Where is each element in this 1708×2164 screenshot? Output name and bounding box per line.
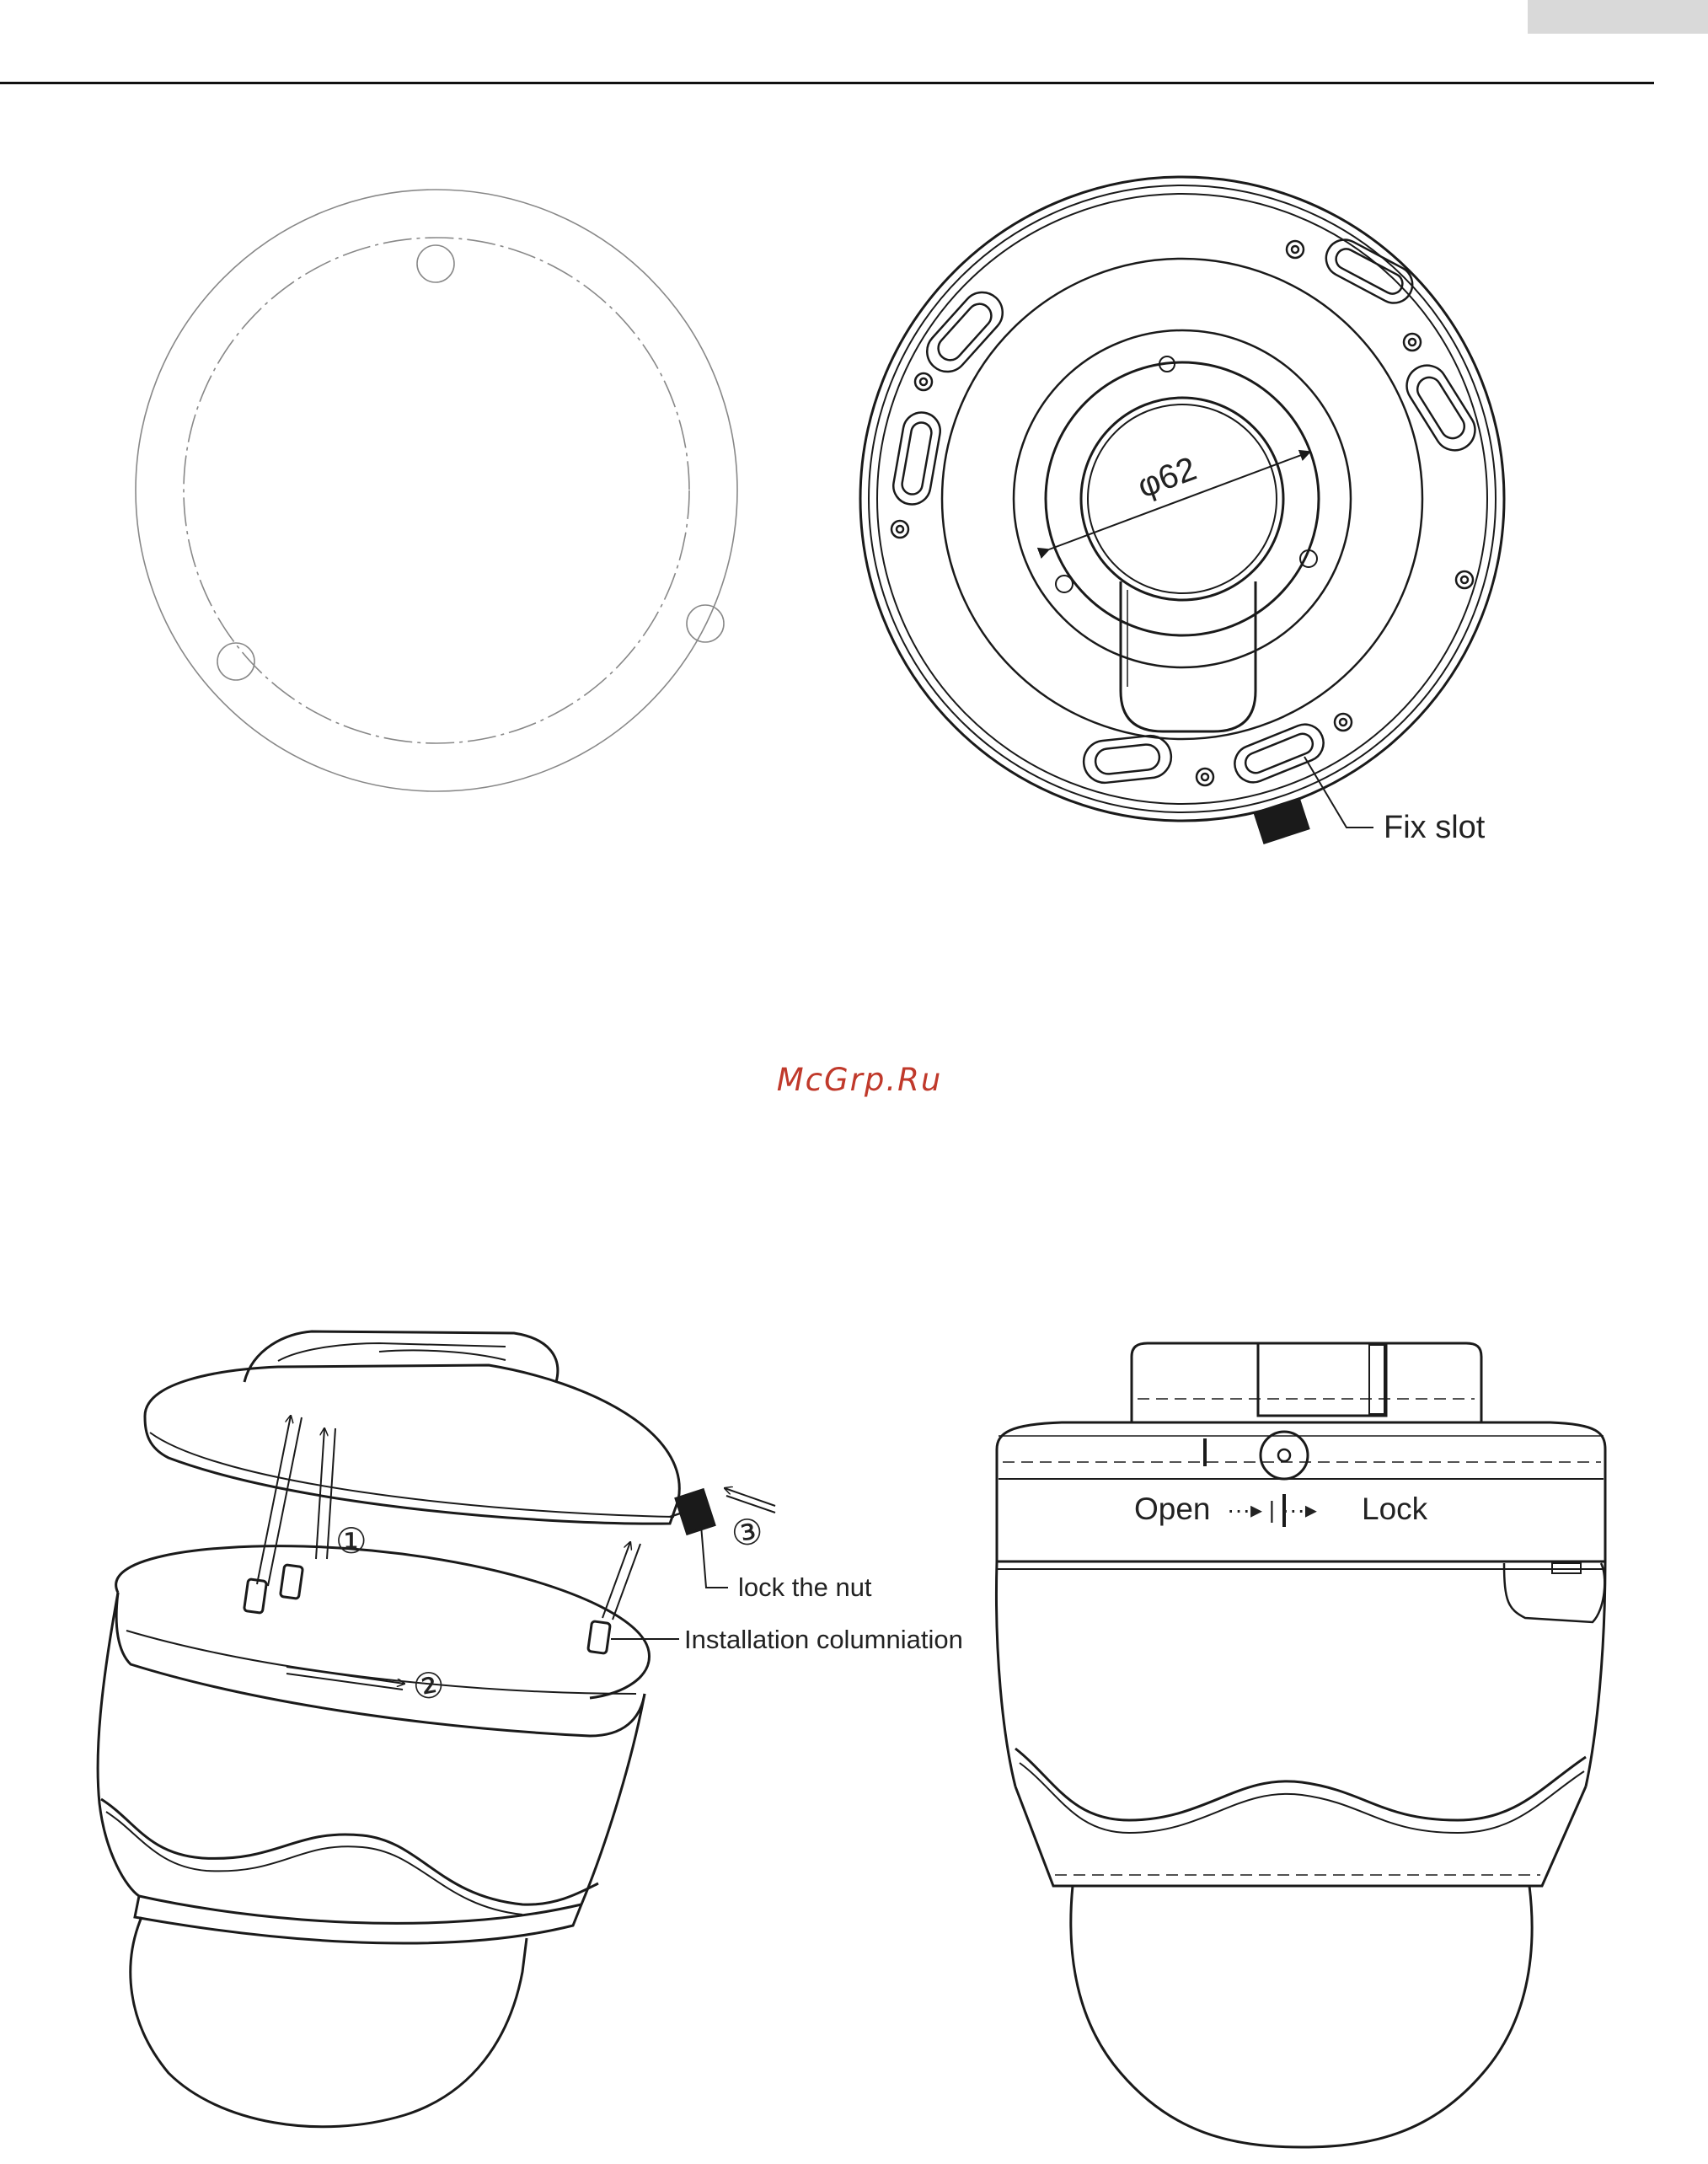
step-2-label: ② [410,1666,447,1706]
fix-slot-label: Fix slot [1384,812,1485,844]
watermark-text: McGrp.Ru [758,1064,961,1095]
step-3-label: ③ [729,1513,766,1553]
lock-label: Lock [1362,1493,1427,1524]
installed-camera-icon [996,1343,1605,2147]
lock-the-nut-label: lock the nut [738,1574,872,1600]
step-1-label: ① [335,1524,367,1559]
open-label: Open [1134,1493,1211,1524]
installation-columniation-label: Installation columniation [684,1626,963,1652]
camera-installation-icon [98,1331,775,2127]
mounting-bracket-icon [860,177,1504,844]
open-lock-arrows: ···▸ | ···▸ [1227,1498,1317,1522]
mounting-template-icon [136,190,737,791]
